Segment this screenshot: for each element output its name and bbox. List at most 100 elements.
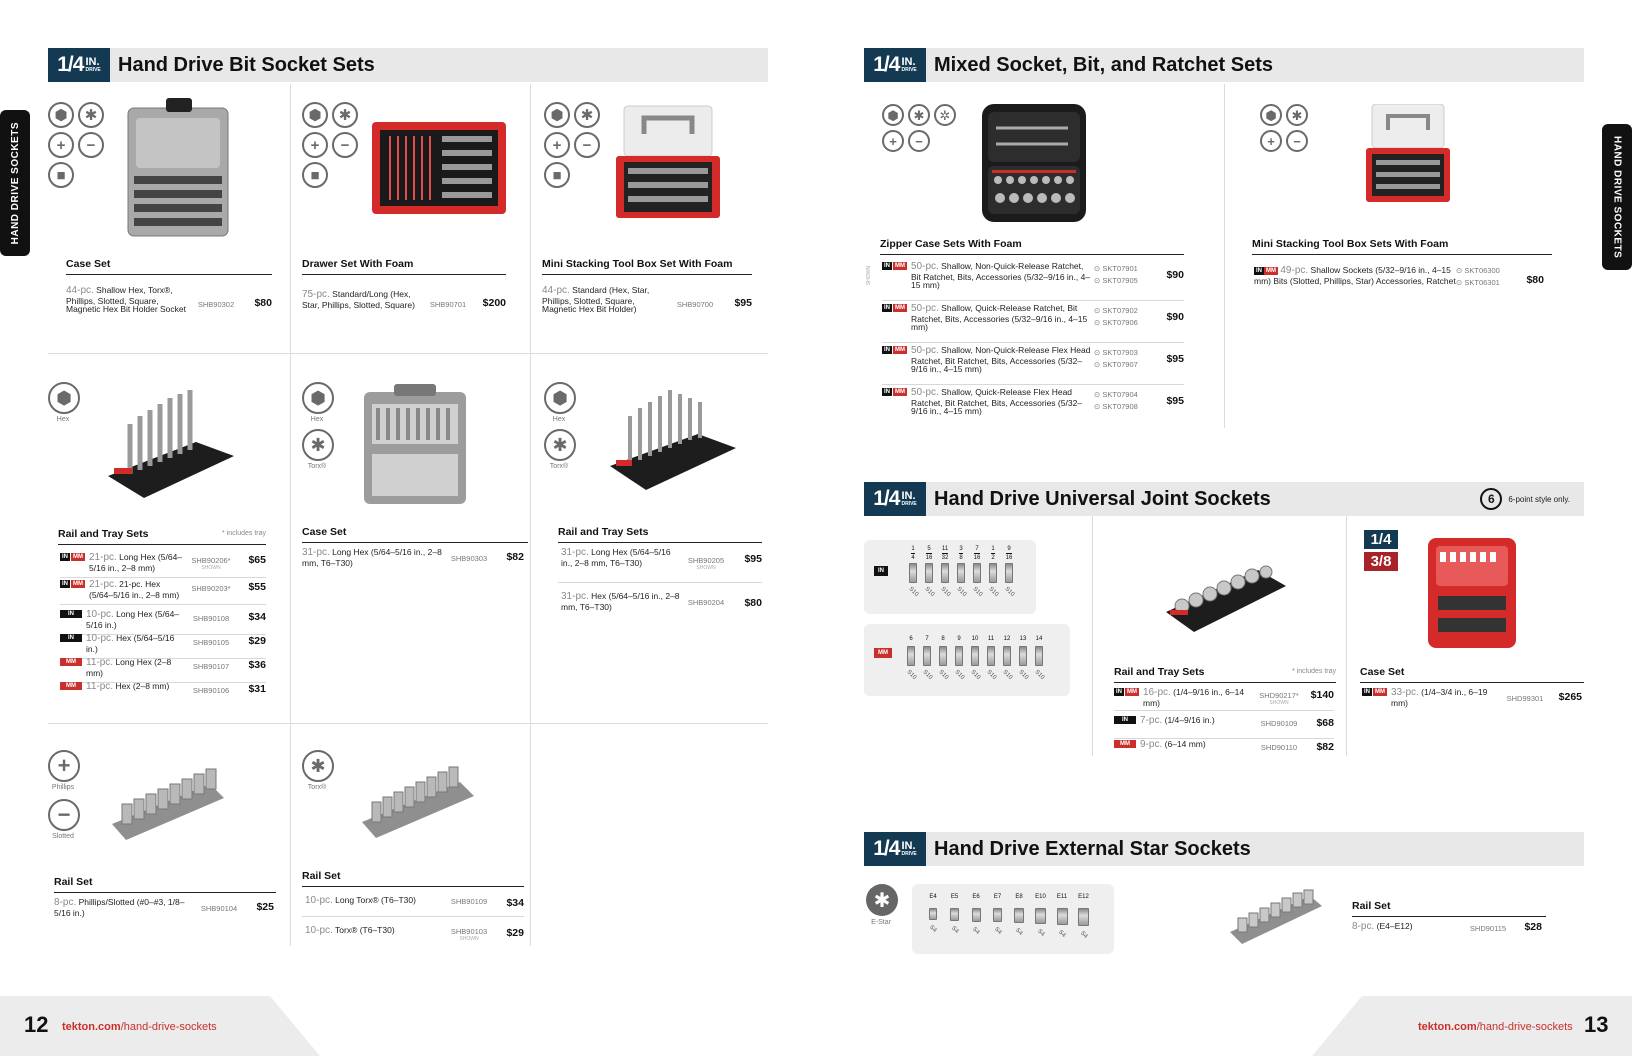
- torx-icon: ✱: [332, 102, 358, 128]
- product-row: 75-pc. Standard/Long (Hex, Star, Phillip…: [302, 289, 506, 310]
- uj-rail-image: [1166, 565, 1286, 632]
- mini-stack-image: [616, 105, 720, 218]
- slotted-icon: −: [48, 799, 80, 831]
- torx-icon: ✱: [302, 429, 334, 461]
- case-set-2-image: [364, 384, 466, 504]
- six-point-icon: 6: [1480, 488, 1503, 510]
- section-title: Hand Drive External Star Sockets: [934, 837, 1251, 860]
- rail-set-2-image: [362, 766, 474, 838]
- product-name: Rail and Tray Sets: [558, 526, 762, 543]
- mini-stack-2-image: [1366, 104, 1450, 202]
- rail-tray-image: [108, 390, 234, 498]
- gear-icon: ✲: [934, 104, 956, 126]
- hex-icon: ⬢: [1260, 104, 1282, 126]
- shown-label: SHOWN: [866, 266, 872, 286]
- icon-group: + Phillips − Slotted: [48, 750, 80, 840]
- footer-link-left[interactable]: tekton.com/hand-drive-sockets: [62, 1021, 217, 1033]
- hex-icon: ⬢: [544, 102, 570, 128]
- icon-group: ⬢ Hex ✱ Torx®: [544, 382, 576, 470]
- section-title: Hand Drive Bit Socket Sets: [118, 53, 375, 76]
- phillips-icon: +: [882, 130, 904, 152]
- bit-type-icons: ⬢ ✱ + − ■: [302, 102, 364, 188]
- phillips-icon: +: [48, 750, 80, 782]
- slotted-icon: −: [1286, 130, 1308, 152]
- torx-icon: ✱: [574, 102, 600, 128]
- slotted-icon: −: [574, 132, 600, 158]
- square-icon: ■: [544, 162, 570, 188]
- estar-icon-group: ✱ E-Star: [866, 884, 898, 926]
- hex-icon: ⬢: [544, 382, 576, 414]
- hex-icon: ⬢: [302, 382, 334, 414]
- bit-type-icons: ⬢ ✱ + −: [1260, 104, 1316, 152]
- square-icon: ■: [302, 162, 328, 188]
- torx-icon: ✱: [1286, 104, 1308, 126]
- torx-icon: ✱: [78, 102, 104, 128]
- drive-badge-three-eighths: 3/8: [1364, 552, 1398, 571]
- product-name: Rail and Tray Sets* includes tray: [1114, 666, 1336, 683]
- square-icon: ■: [48, 162, 74, 188]
- hex-icon: ⬢: [302, 102, 328, 128]
- footer-link-right[interactable]: tekton.com/hand-drive-sockets: [1418, 1021, 1573, 1033]
- section-title: Hand Drive Universal Joint Sockets: [934, 487, 1271, 510]
- product-row: 31-pc. Long Hex (5/64–5/16 in., 2–8 mm, …: [302, 547, 524, 568]
- product-name: Mini Stacking Tool Box Set With Foam: [542, 258, 752, 275]
- icon-group: ⬢ Hex ✱ Torx®: [302, 382, 334, 470]
- footer-band-right: [1312, 996, 1632, 1056]
- product-name: Zipper Case Sets With Foam: [880, 238, 1184, 255]
- torx-icon: ✱: [544, 429, 576, 461]
- slotted-icon: −: [908, 130, 930, 152]
- product-row: 31-pc. Long Hex (5/64–5/16 in., 2–8 mm, …: [561, 547, 762, 571]
- slotted-icon: −: [78, 132, 104, 158]
- phillips-icon: +: [544, 132, 570, 158]
- product-row: 44-pc. Shallow Hex, Torx®, Phillips, Slo…: [66, 285, 272, 315]
- icon-group: ✱ Torx®: [302, 750, 334, 791]
- hex-icon: ⬢: [48, 382, 80, 414]
- case-set-image: [127, 98, 229, 237]
- product-row: 8-pc. (E4–E12) SHD90115 $28: [1352, 921, 1542, 933]
- product-name: Mini Stacking Tool Box Sets With Foam: [1252, 238, 1552, 255]
- product-row: 8-pc. Phillips/Slotted (#0–#3, 1/8–5/16 …: [54, 897, 274, 918]
- rail-tray-2-image: [610, 390, 736, 490]
- drawer-set-image: [372, 122, 506, 214]
- page-number-right: 13: [1584, 1012, 1609, 1037]
- page-number-left: 12: [24, 1012, 49, 1037]
- rail-set-image: [112, 768, 224, 840]
- product-name: Rail Set: [54, 876, 276, 893]
- side-tab-left: HAND DRIVE SOCKETS: [0, 110, 30, 256]
- estar-rail-image: [1230, 889, 1322, 944]
- product-name: Drawer Set With Foam: [302, 258, 506, 275]
- section-title: Mixed Socket, Bit, and Ratchet Sets: [934, 53, 1273, 76]
